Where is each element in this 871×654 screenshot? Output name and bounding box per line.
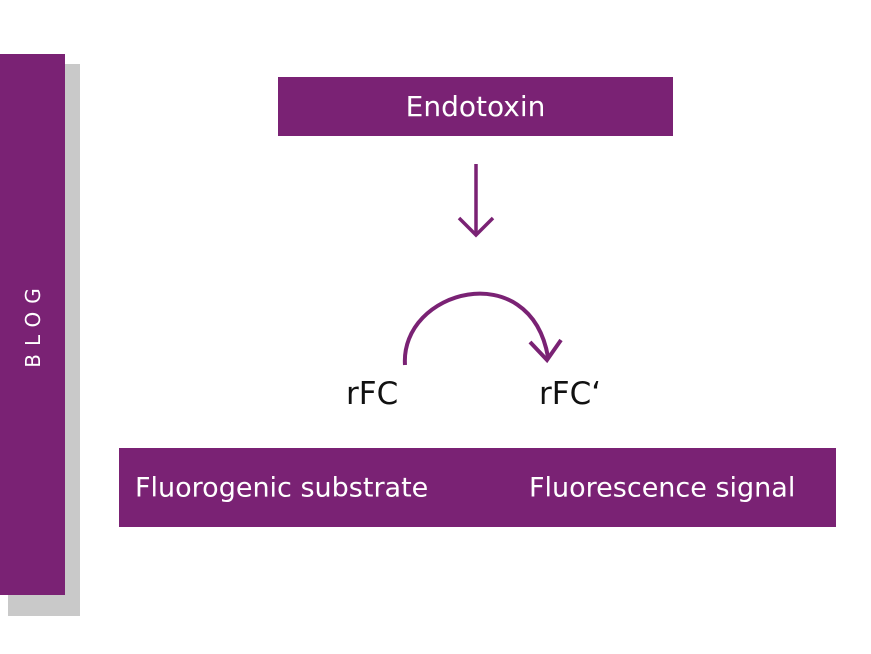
curved-arrow-icon bbox=[402, 291, 563, 366]
rfc-label: rFC bbox=[346, 376, 399, 412]
rfc-prime-label: rFC‘ bbox=[539, 376, 602, 412]
down-arrow-icon bbox=[457, 164, 495, 238]
endotoxin-label: Endotoxin bbox=[405, 90, 546, 123]
substrate-box: Fluorogenic substrate Fluorescence signa… bbox=[119, 448, 836, 527]
blog-sidebar[interactable] bbox=[0, 54, 65, 595]
endotoxin-box: Endotoxin bbox=[278, 77, 673, 136]
fluorescence-signal-label: Fluorescence signal bbox=[529, 472, 796, 503]
sidebar-label: BLOG bbox=[21, 280, 45, 368]
fluorogenic-substrate-label: Fluorogenic substrate bbox=[135, 472, 429, 503]
